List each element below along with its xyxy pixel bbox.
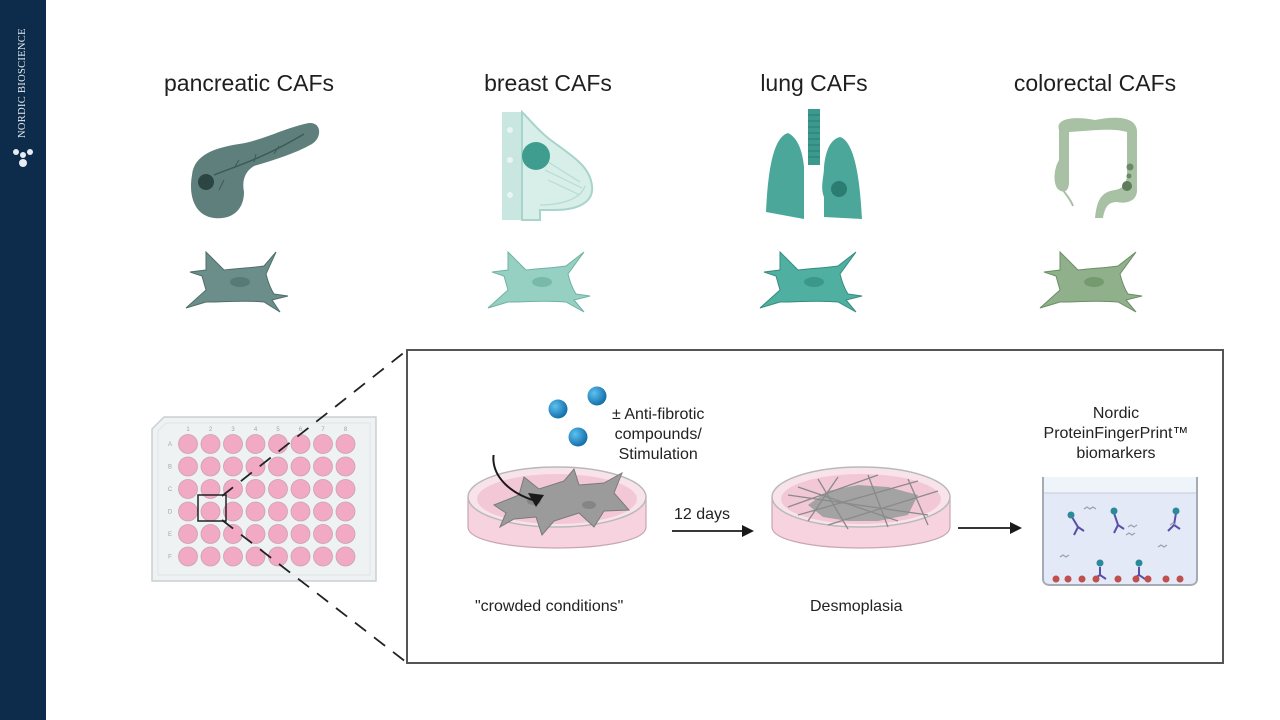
category-label-lung: lung CAFs: [760, 70, 868, 96]
fibroblast-cell-icon-pancreatic: [185, 250, 289, 313]
plate-well-D7: [313, 501, 333, 522]
plate-well-A7: [313, 434, 333, 454]
brand-name: NORDIC BIOSCIENCE: [17, 28, 28, 138]
plate-well-A4: [245, 434, 266, 454]
plate-row-label: C: [168, 487, 173, 493]
plate-well-F7: [313, 546, 333, 567]
nordic-bioscience-logo-icon: [13, 149, 33, 167]
plate-well-F1: [178, 546, 198, 567]
plate-row-label: D: [168, 510, 173, 516]
plate-well-C7: [313, 479, 333, 499]
plate-well-D6: [290, 501, 311, 522]
plate-well-F6: [290, 546, 311, 567]
breast-icon: [502, 110, 594, 221]
treatment-line-2: compounds/: [614, 426, 702, 443]
plate-well-F3: [223, 546, 243, 567]
pancreas-icon: [190, 122, 320, 219]
plate-well-E2: [200, 524, 221, 544]
plate-well-A2: [200, 434, 221, 454]
biomarker-assay-well: [1042, 477, 1198, 586]
plate-well-E3: [223, 524, 243, 544]
plate-well-D4: [245, 501, 266, 522]
plate-well-B8: [335, 456, 356, 477]
plate-well-F2: [200, 546, 221, 567]
workflow-detail-box: [406, 349, 1224, 664]
plate-well-D8: [335, 501, 356, 522]
petri-dish-crowded: [467, 455, 647, 549]
plate-well-E7: [313, 524, 333, 544]
plate-well-F4: [245, 546, 266, 567]
plate-row-label: E: [168, 532, 172, 538]
dish2-caption: Desmoplasia: [810, 598, 903, 615]
plate-well-B6: [290, 456, 311, 477]
plate-well-C8: [335, 479, 356, 499]
arrow-right-icon-1: [672, 525, 754, 537]
plate-well-D2: [200, 501, 221, 522]
result-label: Nordic ProteinFingerPrint™ biomarkers: [1040, 404, 1192, 464]
plate-row-label: F: [168, 555, 172, 561]
plate-well-C1: [178, 479, 198, 499]
plate-well-C6: [290, 479, 311, 499]
plate-well-A8: [335, 434, 356, 454]
plate-well-E5: [268, 524, 288, 544]
sidebar: NORDIC BIOSCIENCE: [0, 0, 46, 720]
fibroblast-cell-icon-breast: [487, 250, 591, 313]
plate-well-A5: [268, 434, 288, 454]
highlighted-well-frame: [197, 494, 227, 522]
result-line-2: ProteinFingerPrint™: [1043, 425, 1189, 442]
plate-well-E8: [335, 524, 356, 544]
dish1-caption: "crowded conditions": [475, 598, 624, 615]
curved-arrow-icon: [500, 420, 560, 480]
plate-well-B5: [268, 456, 288, 477]
compound-molecules-icon: [548, 386, 607, 447]
lung-icon: [766, 109, 862, 219]
plate-well-D1: [178, 501, 198, 522]
fibroblast-cell-icon-colorectal: [1039, 250, 1143, 313]
plate-row-label: B: [168, 465, 172, 471]
plate-well-F5: [268, 546, 288, 567]
plate-column-label: 2: [209, 427, 213, 433]
plate-well-B4: [245, 456, 266, 477]
plate-well-A3: [223, 434, 243, 454]
plate-well-E4: [245, 524, 266, 544]
result-line-3: biomarkers: [1076, 445, 1156, 462]
category-label-pancreatic: pancreatic CAFs: [163, 70, 335, 96]
result-line-1: Nordic: [1092, 405, 1140, 422]
plate-row-label: A: [168, 442, 172, 448]
plate-well-B7: [313, 456, 333, 477]
plate-well-B3: [223, 456, 243, 477]
plate-well-C4: [245, 479, 266, 499]
plate-well-B2: [200, 456, 221, 477]
plate-well-F8: [335, 546, 356, 567]
antibody-icons: [1071, 512, 1181, 580]
arrow-right-icon-2: [958, 522, 1022, 534]
petri-dish-desmoplasia: [771, 466, 951, 549]
plate-well-A6: [290, 434, 311, 454]
plate-well-C5: [268, 479, 288, 499]
plate-well-A1: [178, 434, 198, 454]
colon-icon: [1054, 117, 1137, 218]
treatment-line-1: ± Anti-fibrotic: [612, 406, 705, 423]
fibroblast-cell-icon-lung: [759, 250, 863, 313]
plate-column-label: 1: [186, 427, 190, 433]
plate-well-B1: [178, 456, 198, 477]
category-label-colorectal: colorectal CAFs: [1013, 70, 1177, 96]
plate-well-D5: [268, 501, 288, 522]
plate-well-E1: [178, 524, 198, 544]
treatment-line-3: Stimulation: [618, 446, 698, 463]
plate-well-C2: [200, 479, 221, 499]
duration-label: 12 days: [674, 506, 731, 523]
category-label-breast: breast CAFs: [484, 70, 612, 96]
treatment-label: ± Anti-fibrotic compounds/ Stimulation: [612, 405, 704, 465]
plate-well-E6: [290, 524, 311, 544]
